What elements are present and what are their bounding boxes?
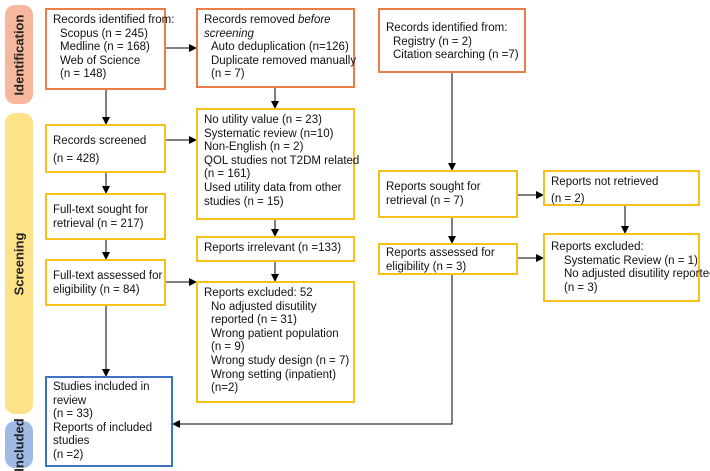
box-line: No utility value (n = 23) — [204, 114, 322, 126]
box-title: Records removed before — [204, 14, 331, 26]
list-item: (n = 9) — [211, 341, 245, 354]
phase-identification: Identification — [5, 5, 33, 104]
list-item: Wrong setting (inpatient) — [211, 368, 337, 381]
phase-screening: Screening — [5, 113, 33, 414]
reports-assessed-other: Reports assessed for eligibility (n = 3) — [378, 243, 518, 275]
fulltext-sought: Full-text sought for retrieval (n = 217) — [45, 193, 166, 240]
list-item: No adjusted disutility — [211, 300, 317, 313]
box-line: Reports sought for — [386, 181, 481, 193]
box-line: eligibility (n = 3) — [386, 260, 467, 273]
arrow-assessed-other-to-included — [172, 270, 453, 428]
fulltext-assessed: Full-text assessed for eligibility (n = … — [45, 259, 166, 306]
list-item: Wrong patient population — [211, 327, 339, 340]
box-line: Used utility data from other — [204, 181, 342, 194]
box-line: Records screened — [53, 135, 147, 147]
box-line: Full-text sought for — [53, 204, 149, 216]
box-title: Records identified from: — [53, 14, 175, 26]
box-line: Full-text assessed for — [53, 270, 163, 282]
list-item: Web of Science — [60, 54, 141, 67]
list-item: Duplicate removed manually — [211, 54, 357, 67]
box-line: studies (n = 15) — [204, 195, 284, 208]
box-line: (n = 428) — [53, 152, 100, 165]
records-removed-before-screening: Records removed before screening Auto de… — [196, 8, 357, 88]
box-line: eligibility (n = 84) — [53, 283, 140, 296]
list-item: Scopus (n = 245) — [60, 27, 148, 40]
records-identified-other-sources: Records identified from: Registry (n = 2… — [378, 8, 526, 73]
list-item: Medline (n = 168) — [60, 41, 150, 54]
reports-excluded-main: Reports excluded: 52 No adjusted disutil… — [196, 281, 355, 403]
list-item: reported (n = 31) — [211, 314, 297, 327]
box-line: QOL studies not T2DM related — [204, 154, 360, 167]
records-screened: Records screened (n = 428) — [45, 124, 166, 173]
box-line: retrieval (n = 7) — [386, 194, 464, 207]
phase-included: Included — [5, 418, 33, 471]
studies-included: Studies included in review (n = 33) Repo… — [45, 376, 173, 467]
box-line: (n = 2) — [551, 192, 585, 205]
box-title-cont: screening — [204, 27, 254, 40]
list-item: Systematic Review (n = 1) — [564, 254, 698, 267]
box-line: review — [53, 394, 87, 407]
list-item: No adjusted disutility reported — [564, 268, 710, 281]
list-item: Registry (n = 2) — [393, 35, 472, 48]
box-line: (n =2) — [53, 448, 84, 461]
box-line: studies — [53, 435, 90, 448]
box-title: Reports excluded: 52 — [204, 287, 313, 299]
reports-excluded-other: Reports excluded: Systematic Review (n =… — [543, 233, 710, 302]
box-line: Reports assessed for — [386, 247, 495, 259]
box-title: Reports excluded: — [551, 241, 644, 253]
box-line: (n = 161) — [204, 168, 251, 181]
list-item: Citation searching (n =7) — [393, 49, 519, 62]
reports-sought-other: Reports sought for retrieval (n = 7) — [378, 170, 518, 218]
box-line: retrieval (n = 217) — [53, 217, 144, 230]
list-item: (n = 3) — [564, 281, 598, 294]
list-item: (n = 7) — [211, 68, 245, 81]
box-line: Reports irrelevant (n =133) — [204, 242, 342, 254]
list-item: Wrong study design (n = 7) — [211, 354, 350, 367]
box-line: Systematic review (n=10) — [204, 127, 334, 140]
box-line: Reports of included — [53, 421, 153, 434]
list-item: (n = 148) — [60, 68, 107, 81]
reports-not-retrieved: Reports not retrieved (n = 2) — [543, 170, 700, 206]
box-line: Non-English (n = 2) — [204, 141, 304, 154]
reports-irrelevant: Reports irrelevant (n =133) — [196, 236, 355, 262]
box-line: Reports not retrieved — [551, 176, 659, 188]
list-item: (n=2) — [211, 382, 239, 395]
box-line: (n = 33) — [53, 408, 93, 421]
box-line: Studies included in — [53, 381, 150, 393]
box-title: Records identified from: — [386, 22, 508, 34]
records-excluded: No utility value (n = 23) Systematic rev… — [196, 108, 360, 220]
records-identified-databases: Records identified from: Scopus (n = 245… — [45, 8, 175, 90]
list-item: Auto deduplication (n=126) — [211, 41, 349, 54]
